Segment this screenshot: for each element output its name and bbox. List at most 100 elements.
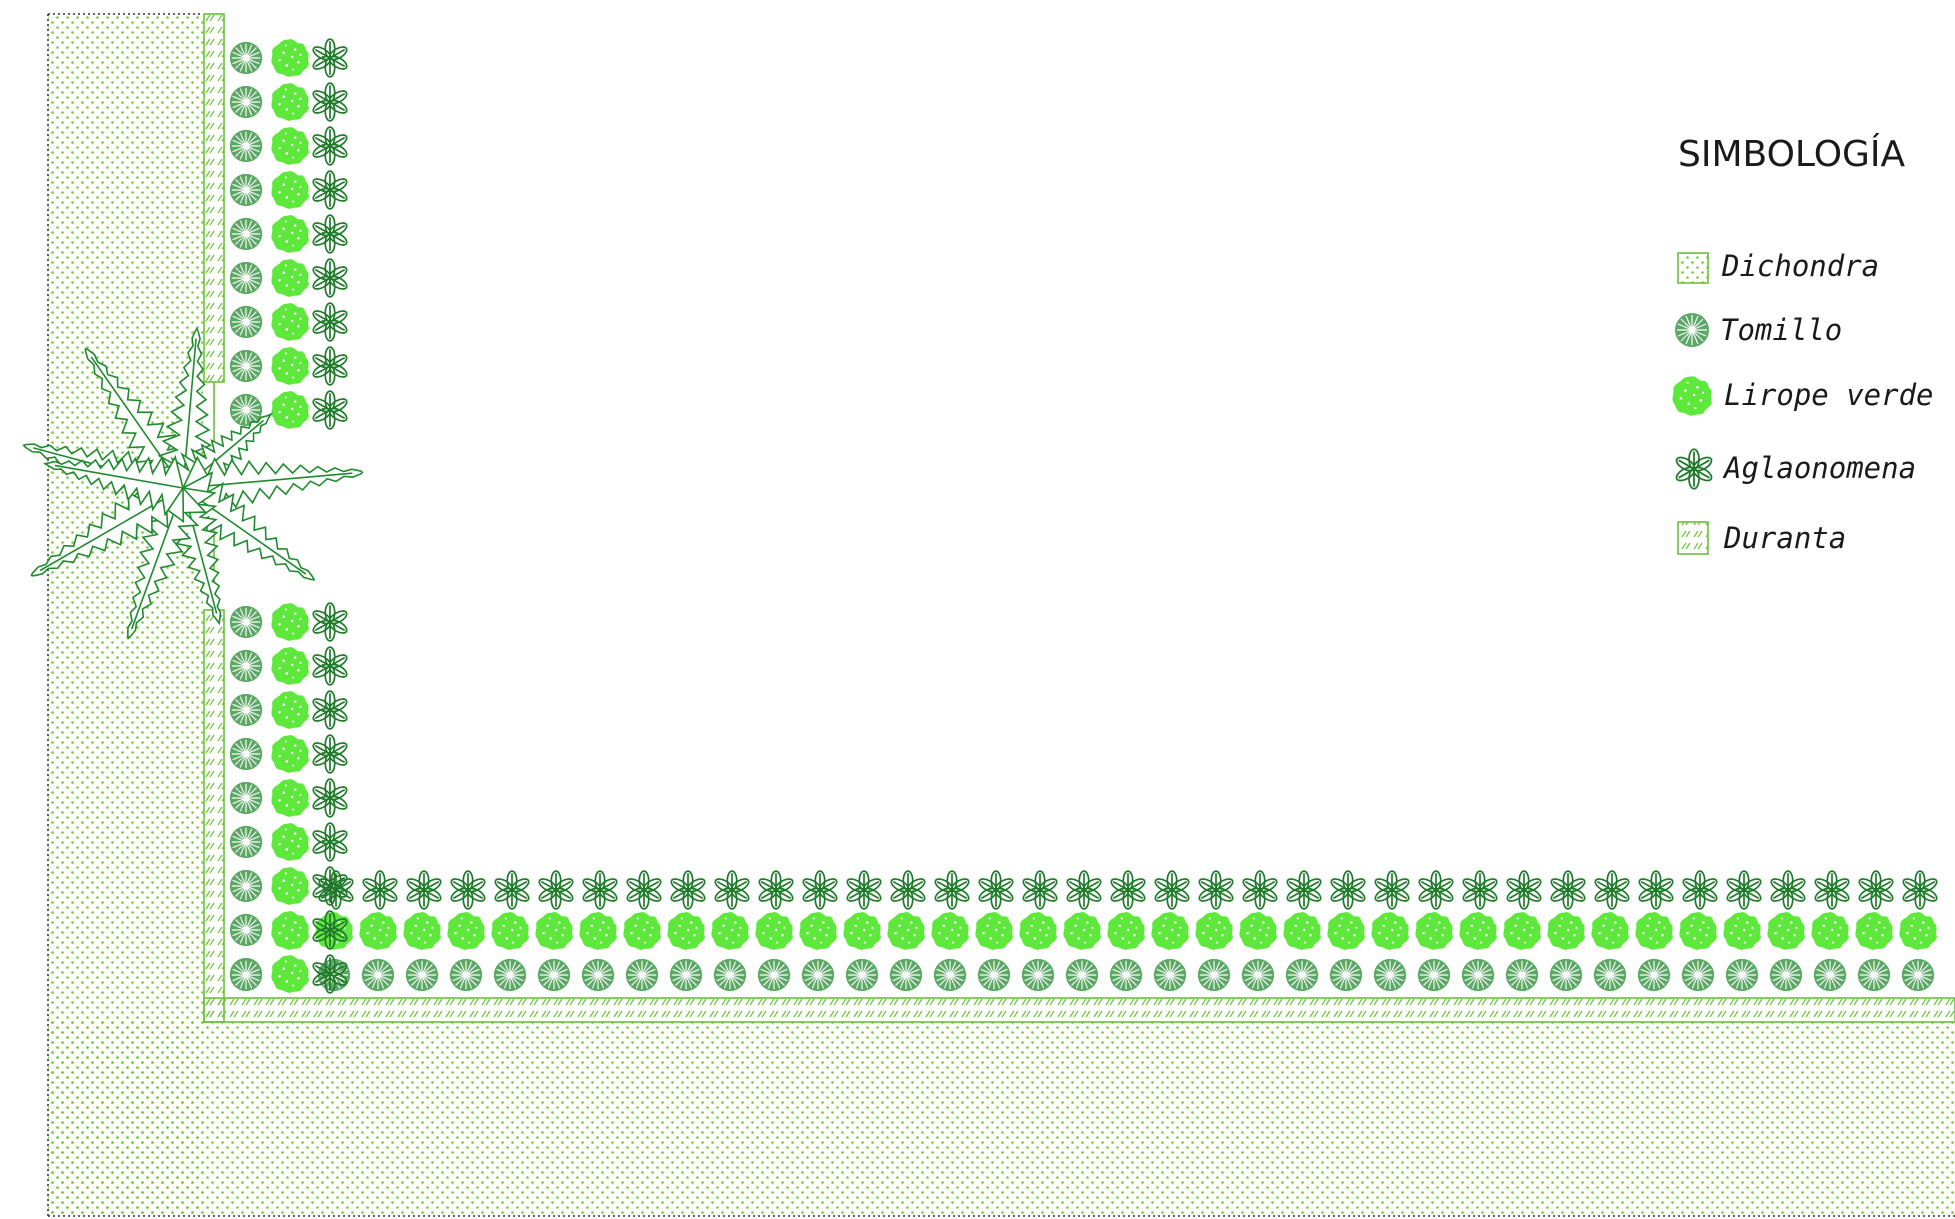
lirope-plant <box>271 259 309 297</box>
aglaonomena-plant <box>310 602 350 642</box>
tomillo-plant <box>1417 958 1451 992</box>
tomillo-plant <box>1637 958 1671 992</box>
duranta-hatched-swatch-icon <box>1677 521 1709 555</box>
lirope-plant <box>271 127 309 165</box>
lirope-plant <box>1767 912 1805 950</box>
tomillo-plant <box>229 129 263 163</box>
legend-label-duranta: Duranta <box>1723 521 1846 555</box>
aglaonomena-plant <box>310 214 350 254</box>
tomillo-plant <box>1109 958 1143 992</box>
tomillo-plant <box>229 869 263 903</box>
lirope-plant <box>843 912 881 950</box>
lirope-plant <box>799 912 837 950</box>
tomillo-plant <box>1461 958 1495 992</box>
aglaonomena-plant <box>536 870 576 910</box>
tomillo-plant <box>1681 958 1715 992</box>
lirope-plant <box>491 912 529 950</box>
tomillo-plant <box>1153 958 1187 992</box>
tomillo-plant <box>229 217 263 251</box>
tomillo-plant <box>229 85 263 119</box>
aglaonomena-plant <box>1680 870 1720 910</box>
lirope-plant <box>271 867 309 905</box>
tomillo-plant <box>977 958 1011 992</box>
lirope-plant <box>1547 912 1585 950</box>
aglaonomena-plant <box>310 170 350 210</box>
lirope-rows <box>271 39 1937 993</box>
lirope-plant <box>271 647 309 685</box>
tomillo-plant <box>229 781 263 815</box>
tomillo-plant <box>229 41 263 75</box>
tomillo-plant <box>1725 958 1759 992</box>
lirope-plant <box>271 171 309 209</box>
lirope-plant <box>271 39 309 77</box>
tomillo-plant <box>1857 958 1891 992</box>
aglaonomena-plant <box>1240 870 1280 910</box>
tomillo-plant <box>1549 958 1583 992</box>
aglaonomena-plant <box>712 870 752 910</box>
lirope-plant <box>1327 912 1365 950</box>
lirope-plant <box>271 779 309 817</box>
aglaonomena-plant <box>404 870 444 910</box>
aglaonomena-plant <box>310 390 350 430</box>
palm-frond <box>177 471 316 581</box>
lirope-plant <box>359 912 397 950</box>
palm-frond <box>43 454 184 517</box>
aglaonomena-plant <box>1328 870 1368 910</box>
lirope-plant <box>931 912 969 950</box>
lirope-plant <box>271 691 309 729</box>
lirope-plant <box>579 912 617 950</box>
legend-label-tomillo: Tomillo <box>1720 313 1842 347</box>
aglaonomena-plant <box>310 734 350 774</box>
tomillo-plant <box>845 958 879 992</box>
aglaonomena-plant <box>310 302 350 342</box>
aglaonomena-plant <box>1108 870 1148 910</box>
palm-frond <box>153 326 216 489</box>
legend-title: SIMBOLOGÍA <box>1678 133 1906 175</box>
tomillo-plant <box>229 825 263 859</box>
lirope-plant <box>271 303 309 341</box>
aglaonomena-plant <box>844 870 884 910</box>
palm-tree <box>22 326 364 640</box>
tomillo-plant <box>493 958 527 992</box>
lirope-plant <box>1283 912 1321 950</box>
dichondra-lawn <box>48 14 1955 1216</box>
lirope-plant <box>1415 912 1453 950</box>
tomillo-plant <box>1329 958 1363 992</box>
aglaonomena-rows <box>310 38 1940 994</box>
tomillo-plant <box>361 958 395 992</box>
legend-label-dichondra: Dichondra <box>1721 249 1879 283</box>
lirope-shrub-icon <box>1672 376 1712 416</box>
aglaonomena-plant <box>1636 870 1676 910</box>
aglaonomena-plant <box>1900 870 1940 910</box>
tomillo-plant <box>229 913 263 947</box>
aglaonomena-flower-icon <box>1673 448 1715 490</box>
tomillo-plant <box>229 737 263 771</box>
tomillo-plant <box>1505 958 1539 992</box>
aglaonomena-plant <box>1372 870 1412 910</box>
palm-frond-midrib <box>182 487 307 575</box>
legend-item-tomillo: Tomillo <box>1674 312 1842 348</box>
aglaonomena-plant <box>310 38 350 78</box>
aglaonomena-plant <box>310 82 350 122</box>
lirope-plant <box>271 391 309 429</box>
aglaonomena-plant <box>310 690 350 730</box>
lirope-plant <box>1591 912 1629 950</box>
aglaonomena-plant <box>492 870 532 910</box>
tomillo-plant <box>1373 958 1407 992</box>
tomillo-shrub-icon <box>1674 312 1710 348</box>
tomillo-plant <box>581 958 615 992</box>
lirope-plant <box>271 823 309 861</box>
lirope-plant <box>1635 912 1673 950</box>
lirope-plant <box>1371 912 1409 950</box>
tomillo-plant <box>537 958 571 992</box>
aglaonomena-plant <box>1020 870 1060 910</box>
legend-label-lirope: Lirope verde <box>1724 378 1934 412</box>
lirope-plant <box>1855 912 1893 950</box>
lirope-plant <box>1811 912 1849 950</box>
lirope-plant <box>1107 912 1145 950</box>
tomillo-plant <box>801 958 835 992</box>
lirope-plant <box>271 735 309 773</box>
aglaonomena-plant <box>888 870 928 910</box>
lirope-plant <box>755 912 793 950</box>
aglaonomena-plant <box>1284 870 1324 910</box>
